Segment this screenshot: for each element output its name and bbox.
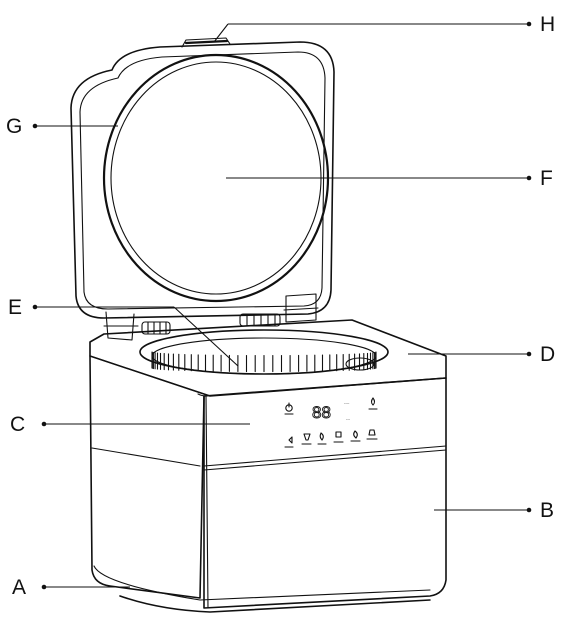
control-panel: 88 ---- ---	[284, 397, 378, 448]
label-F: F	[540, 167, 553, 190]
label-A: A	[12, 576, 26, 599]
leaf-icon	[350, 430, 361, 442]
power-icon	[284, 402, 294, 415]
label-C: C	[10, 413, 25, 436]
square-icon	[333, 431, 344, 443]
drop-icon	[368, 397, 378, 410]
callout-B: B	[434, 499, 554, 522]
label-D: D	[540, 343, 555, 366]
bowl-icon	[366, 429, 378, 440]
hinge-spring-left	[141, 321, 171, 335]
callout-G: G	[6, 115, 118, 138]
callout-H: H	[213, 13, 555, 43]
display-suffix-bottom: ---	[346, 416, 351, 421]
label-E: E	[8, 296, 22, 319]
label-G: G	[6, 115, 22, 138]
callout-C: C	[10, 413, 250, 436]
basket	[139, 329, 389, 375]
callout-A: A	[12, 576, 130, 599]
display-digits: 88	[312, 403, 331, 422]
flame-icon	[317, 432, 327, 445]
label-H: H	[540, 13, 555, 36]
callout-F: F	[226, 167, 553, 190]
fan-icon	[284, 436, 294, 448]
label-B: B	[540, 499, 554, 522]
callout-D: D	[408, 343, 555, 366]
display-suffix-top: ----	[344, 400, 350, 405]
callout-E: E	[8, 296, 239, 367]
hinge-spring-right	[239, 313, 281, 327]
appliance-body	[89, 319, 447, 613]
cup-icon	[301, 433, 312, 445]
lid	[70, 37, 335, 341]
